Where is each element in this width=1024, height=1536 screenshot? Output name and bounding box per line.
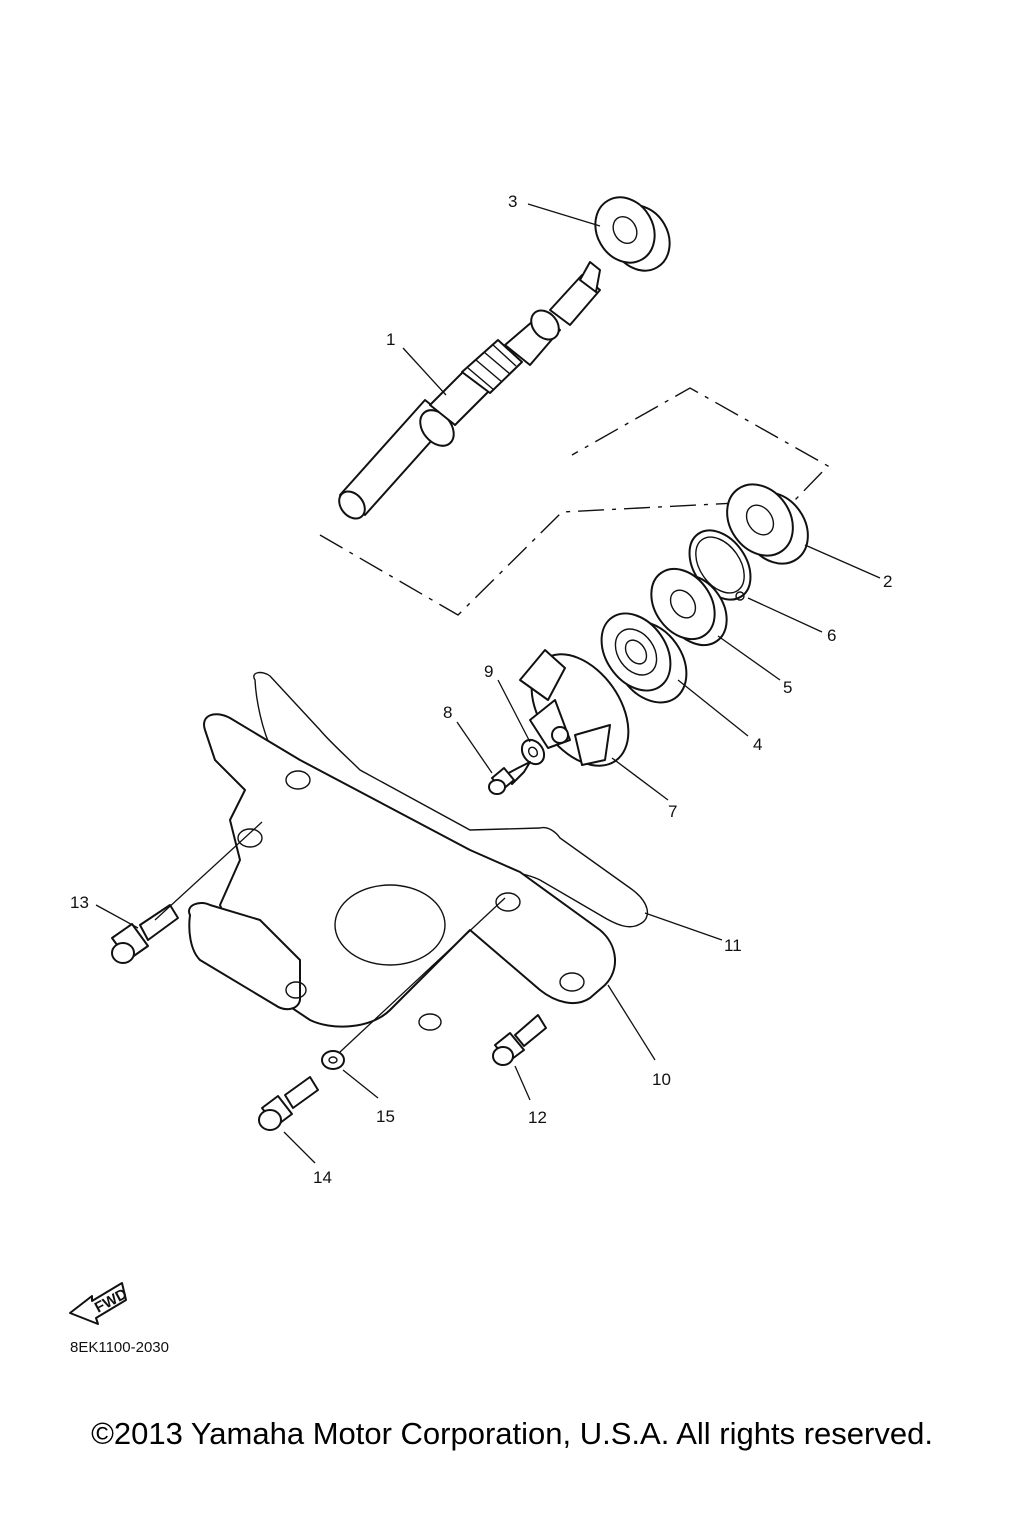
diagram-code: 8EK1100-2030 xyxy=(70,1339,169,1356)
part-9-washer xyxy=(520,738,546,766)
callout-15: 15 xyxy=(376,1107,395,1126)
callout-6: 6 xyxy=(827,626,836,645)
fwd-arrow-icon: FWD xyxy=(69,1282,130,1325)
part-10-pump-housing xyxy=(188,713,617,1031)
callout-9: 9 xyxy=(484,662,493,681)
part-1-impeller-shaft xyxy=(338,261,601,520)
callout-14: 14 xyxy=(313,1168,332,1187)
leader-lines xyxy=(95,203,881,1164)
callout-4: 4 xyxy=(753,735,762,754)
part-8-bolt xyxy=(488,761,531,795)
part-2-bearing xyxy=(726,483,809,565)
callout-2: 2 xyxy=(883,572,892,591)
copyright-notice: ©2013 Yamaha Motor Corporation, U.S.A. A… xyxy=(91,1416,933,1451)
assembly-frame xyxy=(319,387,830,616)
callout-5: 5 xyxy=(783,678,792,697)
part-14-bolt xyxy=(258,1076,319,1131)
callout-8: 8 xyxy=(443,703,452,722)
callout-13: 13 xyxy=(70,893,89,912)
part-7-impeller xyxy=(519,649,630,767)
part-12-bolt xyxy=(492,1014,547,1066)
callout-3: 3 xyxy=(508,192,517,211)
part-13-bolt xyxy=(111,904,179,964)
callout-12: 12 xyxy=(528,1108,547,1127)
callout-11: 11 xyxy=(724,936,742,955)
callout-7: 7 xyxy=(668,802,677,821)
part-5-oil-seal xyxy=(650,567,728,647)
callout-10: 10 xyxy=(652,1070,671,1089)
part-3-bearing xyxy=(594,196,671,272)
part-15-washer xyxy=(321,1050,345,1070)
callout-1: 1 xyxy=(386,330,395,349)
part-4-mechanical-seal xyxy=(600,612,688,704)
